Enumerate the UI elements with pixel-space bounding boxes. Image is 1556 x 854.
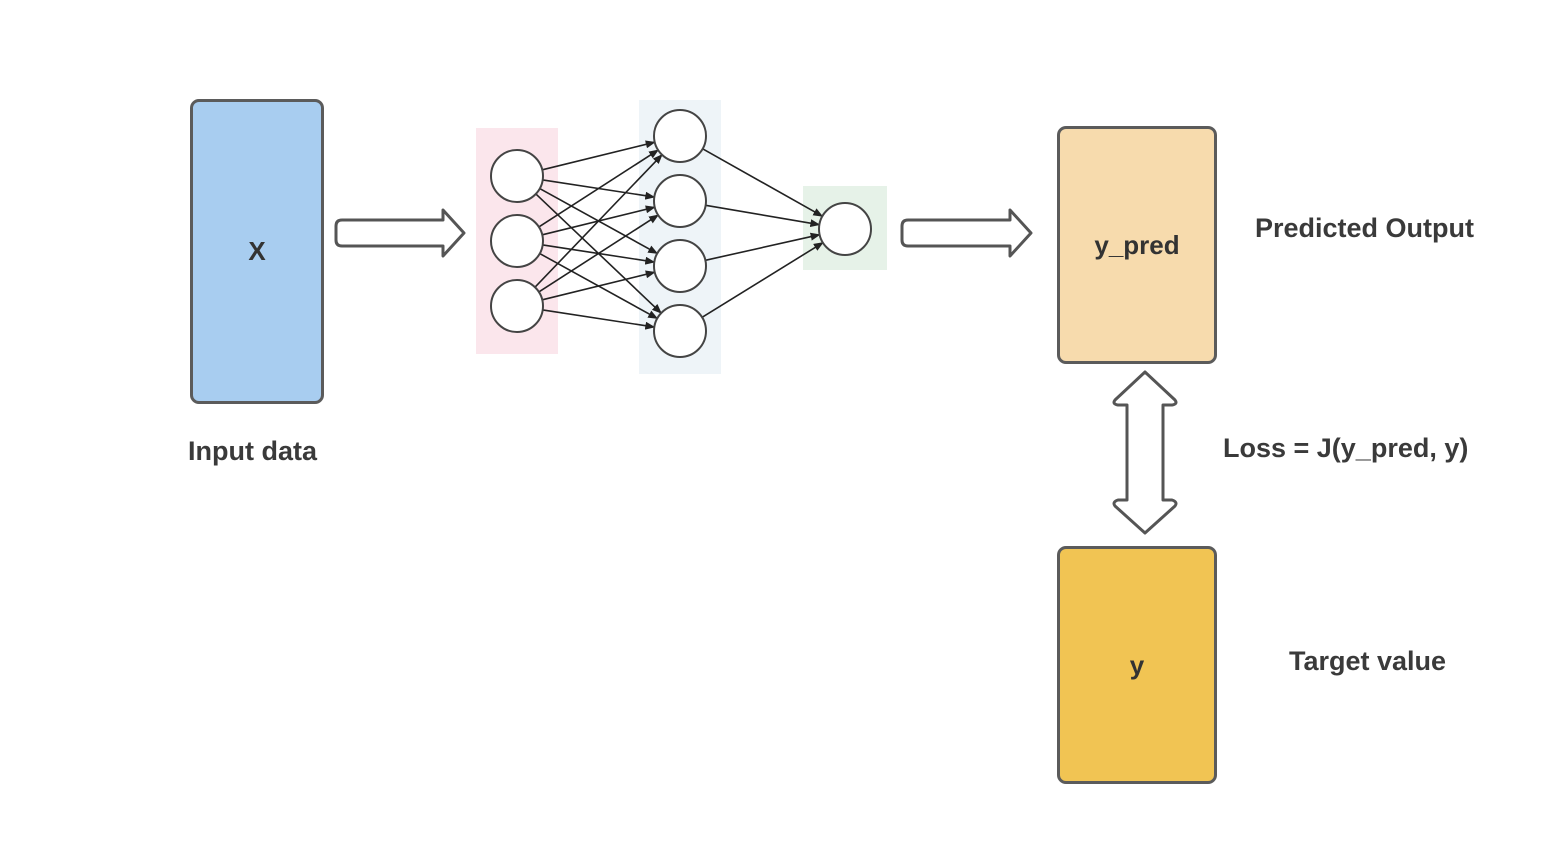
output-layer-node bbox=[818, 202, 872, 256]
hidden-layer-node bbox=[653, 239, 707, 293]
input-layer-node bbox=[490, 149, 544, 203]
input-box: X bbox=[190, 99, 324, 404]
target-box-label: y bbox=[1129, 649, 1145, 680]
target-box: y bbox=[1057, 546, 1217, 784]
network-edge bbox=[534, 154, 663, 288]
target-caption: Target value bbox=[1289, 646, 1447, 676]
network-edge bbox=[542, 140, 656, 171]
input-caption: Input data bbox=[188, 436, 317, 466]
network-edge bbox=[538, 149, 659, 228]
input-layer-node bbox=[490, 214, 544, 268]
input-layer-node bbox=[490, 279, 544, 333]
hidden-layer-node bbox=[653, 174, 707, 228]
network-edge bbox=[542, 309, 656, 330]
input-box-label: X bbox=[248, 236, 266, 266]
prediction-box-label: y_pred bbox=[1094, 229, 1180, 260]
network-connections bbox=[534, 140, 824, 330]
network-nodes bbox=[490, 109, 872, 358]
double-arrow-icon bbox=[1112, 370, 1178, 535]
network-edge bbox=[705, 204, 821, 228]
network-edge bbox=[705, 232, 821, 262]
prediction-caption: Predicted Output bbox=[1255, 213, 1475, 243]
loss-formula: Loss = J(y_pred, y) bbox=[1223, 433, 1469, 463]
right-arrow-icon bbox=[900, 208, 1033, 258]
network-edge bbox=[702, 148, 824, 217]
network-edge bbox=[538, 214, 659, 293]
hidden-layer-node bbox=[653, 304, 707, 358]
prediction-box: y_pred bbox=[1057, 126, 1217, 364]
hidden-layer-node bbox=[653, 109, 707, 163]
right-arrow-icon bbox=[334, 208, 466, 258]
network-edge bbox=[701, 241, 824, 319]
network-edge bbox=[542, 270, 656, 301]
